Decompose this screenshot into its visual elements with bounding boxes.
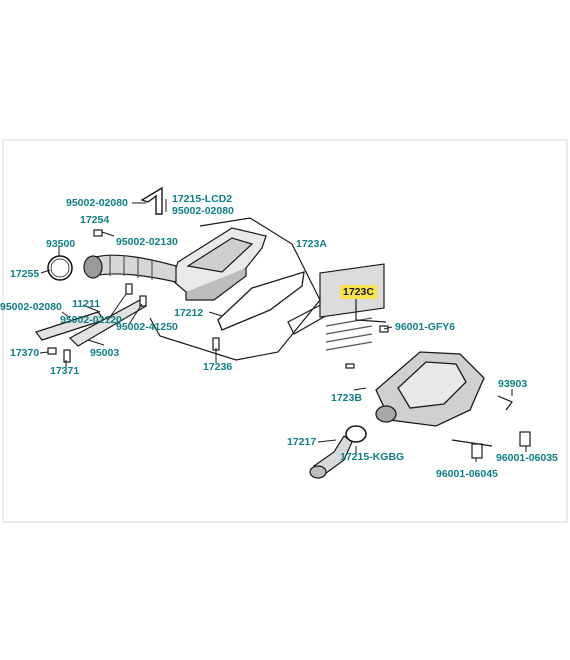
part-label: 96001-06035 [496,452,558,464]
part-label: 17255 [10,268,40,280]
part-label: 11211 [72,298,101,310]
air-cleaner-case-part [171,227,267,301]
part-label: 17371 [50,365,80,377]
air-cleaner-cover-part [375,351,485,427]
part-label: 17236 [203,361,233,373]
part-label: 17215-KGBG [340,451,405,463]
bracket-part [140,186,163,215]
part-label: 1723A [296,238,327,250]
part-label: 95002-41250 [116,321,178,333]
part-label: 17254 [80,214,110,226]
bolts-part [47,229,220,363]
leader-lines [39,199,527,462]
group-bracket-1723A [149,217,321,361]
clamp-part [47,255,73,281]
part-label: 93500 [46,238,76,250]
part-label: 17212 [174,307,204,319]
part-label: 95002-02080 [66,197,128,209]
part-label: 17215-LCD2 [172,193,233,205]
part-label: 95002-02120 [60,314,122,326]
group-bracket-1723C [355,299,387,323]
part-label: 93903 [498,378,528,390]
intake-duct-part [83,254,177,283]
drain-hose-part [309,425,367,479]
part-label: 95002-02080 [172,205,234,217]
part-label: 95002-02130 [116,236,178,248]
highlighted-part-label[interactable]: 1723C [340,285,377,299]
part-label: 95002-02080 [0,301,62,313]
diagram-frame [2,139,568,523]
part-label: 17370 [10,347,40,359]
part-label: 1723B [331,392,362,404]
part-label: 17217 [287,436,317,448]
part-label: 96001-06045 [436,468,498,480]
part-label: 96001-GFY6 [395,321,456,333]
part-label: 95003 [90,347,120,359]
filter-element-part [217,271,305,331]
